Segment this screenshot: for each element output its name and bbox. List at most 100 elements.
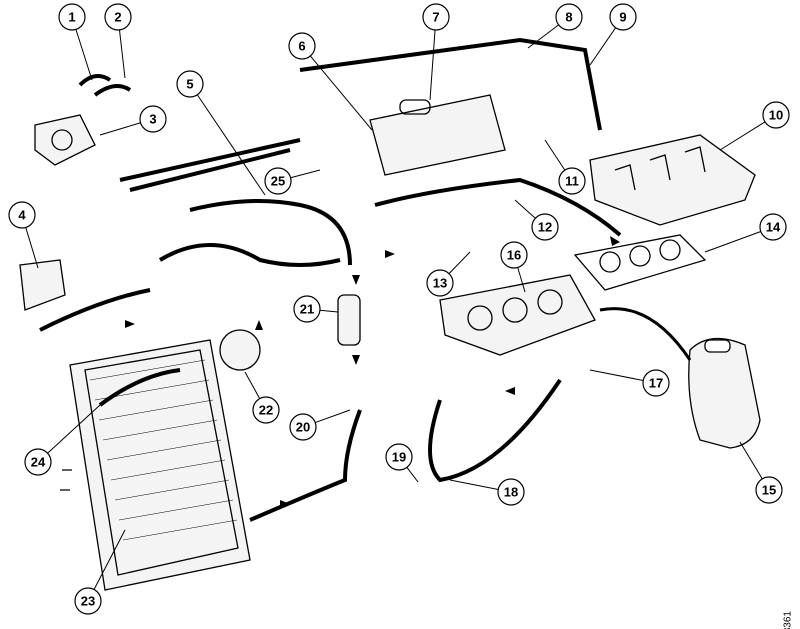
callout-label: 17 [649, 376, 663, 391]
callout-label: 18 [504, 485, 518, 500]
callout-circle [139, 105, 167, 133]
callout-19: 19 [385, 443, 419, 483]
leader-line [118, 29, 126, 79]
callout-label: 20 [296, 420, 310, 435]
callout-circle [24, 448, 52, 476]
callout-label: 16 [507, 248, 521, 263]
callout-15: 15 [739, 441, 783, 504]
callout-1: 1 [58, 3, 93, 81]
coolant-reservoir [688, 338, 761, 449]
callout-circle [74, 587, 102, 615]
heater-valve [19, 259, 66, 311]
callout-label: 21 [300, 302, 314, 317]
callout-6: 6 [288, 32, 373, 131]
callout-label: 1 [68, 10, 75, 25]
callout-circle [500, 241, 528, 269]
callout-circle [759, 213, 787, 241]
callout-22: 22 [244, 371, 280, 424]
callout-5: 5 [176, 70, 266, 196]
leader-line [719, 121, 766, 151]
callout-18: 18 [449, 478, 525, 506]
callout-label: 19 [392, 450, 406, 465]
callout-label: 10 [769, 108, 783, 123]
callout-10: 10 [719, 101, 790, 151]
callout-label: 2 [114, 10, 121, 25]
callout-3: 3 [99, 105, 167, 136]
leader-line [527, 24, 559, 49]
callout-label: 8 [565, 10, 572, 25]
throttle-body [34, 114, 96, 166]
callout-circle [58, 3, 86, 31]
leader-line [309, 55, 373, 131]
callout-circle [176, 70, 204, 98]
callout-label: 6 [298, 39, 305, 54]
head-gasket [573, 234, 707, 291]
callout-9: 9 [589, 3, 637, 66]
leader-line [589, 369, 644, 381]
water-pump [219, 329, 261, 371]
callout-11: 11 [544, 139, 586, 195]
callout-circle [755, 476, 783, 504]
engine-block [439, 274, 596, 356]
leader-line [75, 29, 93, 81]
callout-label: 9 [619, 10, 626, 25]
callout-label: 12 [538, 220, 552, 235]
leader-line [448, 251, 471, 275]
callout-label: 15 [762, 483, 776, 498]
leader-line [517, 267, 526, 293]
callout-24: 24 [24, 404, 101, 476]
callout-label: 14 [766, 220, 781, 235]
callout-20: 20 [289, 409, 351, 441]
leader-line [406, 467, 419, 483]
callout-13: 13 [426, 251, 471, 297]
callout-circle [289, 413, 317, 441]
flow-arrows [125, 236, 620, 508]
callout-circle [609, 3, 637, 31]
callout-label: 3 [149, 112, 156, 127]
callout-label: 23 [81, 594, 95, 609]
callout-circle [8, 201, 36, 229]
figure-code: A0008361 [783, 611, 794, 629]
callout-circle [264, 167, 292, 195]
leader-line [47, 404, 101, 454]
callout-circle [104, 3, 132, 31]
cylinder-head [589, 134, 756, 226]
callout-label: 5 [186, 77, 193, 92]
leader-line [739, 441, 763, 480]
callout-21: 21 [293, 295, 339, 323]
callout-14: 14 [704, 213, 787, 253]
leader-line [99, 122, 141, 136]
callout-8: 8 [527, 3, 583, 49]
callout-circle [288, 32, 316, 60]
callout-circle [497, 478, 525, 506]
leader-line [589, 27, 617, 66]
callout-label: 11 [565, 174, 579, 189]
callout-label: 22 [259, 403, 273, 418]
callout-label: 4 [18, 208, 26, 223]
leader-line [315, 409, 351, 424]
callout-circle [385, 443, 413, 471]
callout-circle [293, 295, 321, 323]
leader-line [429, 29, 436, 101]
leader-line [244, 371, 261, 399]
leader-line [93, 529, 126, 590]
leader-line [514, 199, 536, 219]
callout-label: 13 [433, 276, 447, 291]
callout-23: 23 [74, 529, 126, 615]
callout-circle [252, 396, 280, 424]
callout-17: 17 [589, 369, 670, 397]
callout-label: 25 [271, 174, 285, 189]
callout-label: 24 [31, 455, 46, 470]
callout-4: 4 [8, 201, 39, 269]
radiator [60, 339, 251, 591]
callout-circle [762, 101, 790, 129]
coolant-outlet-housing [369, 94, 506, 176]
leader-line [544, 139, 566, 171]
callout-circle [422, 3, 450, 31]
leader-line [704, 231, 761, 253]
callout-16: 16 [500, 241, 528, 293]
callout-12: 12 [514, 199, 559, 241]
leader-line [196, 94, 266, 196]
